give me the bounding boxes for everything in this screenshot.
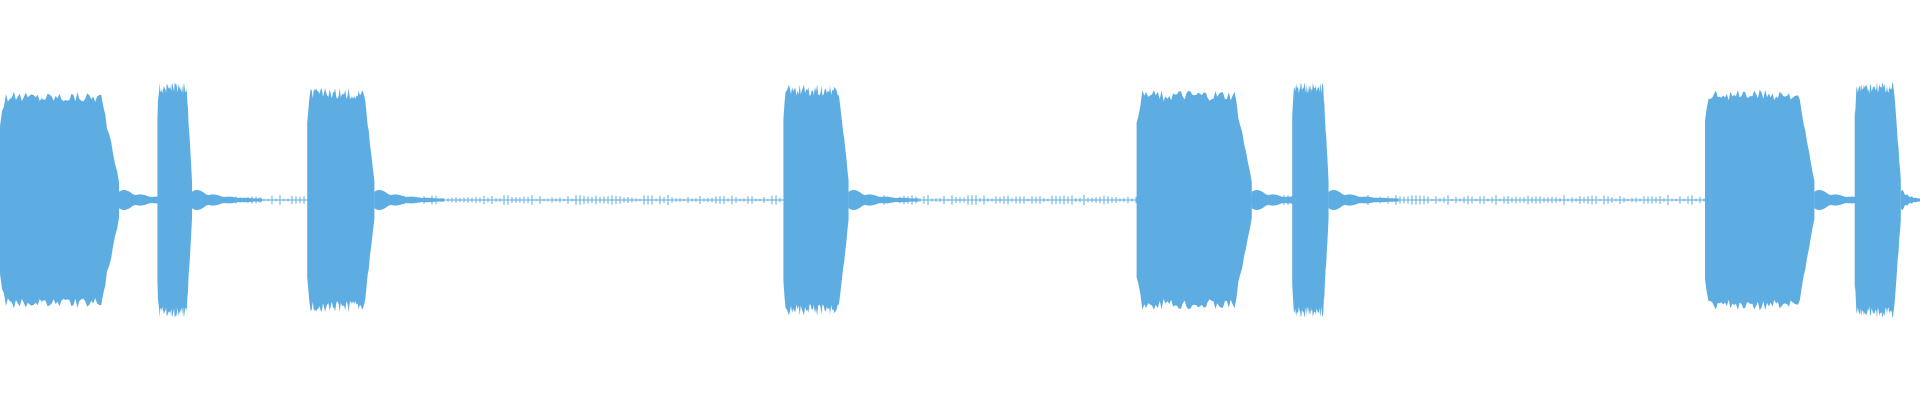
waveform-tail — [192, 189, 262, 211]
waveform-burst — [1292, 82, 1329, 318]
waveform-tail — [1251, 189, 1322, 211]
waveform-noise — [119, 195, 1917, 205]
waveform-segments — [0, 82, 1920, 318]
waveform-burst — [1705, 89, 1815, 311]
waveform-burst — [783, 84, 849, 316]
waveform-burst — [0, 91, 119, 309]
waveform-burst — [1854, 82, 1901, 318]
waveform-tail — [1900, 189, 1920, 211]
waveform-tail — [119, 189, 189, 211]
waveform-tail — [1814, 189, 1885, 211]
waveform-burst — [1136, 90, 1252, 310]
waveform-burst — [157, 82, 192, 318]
waveform-tail — [374, 189, 445, 211]
waveform-burst — [307, 87, 375, 313]
